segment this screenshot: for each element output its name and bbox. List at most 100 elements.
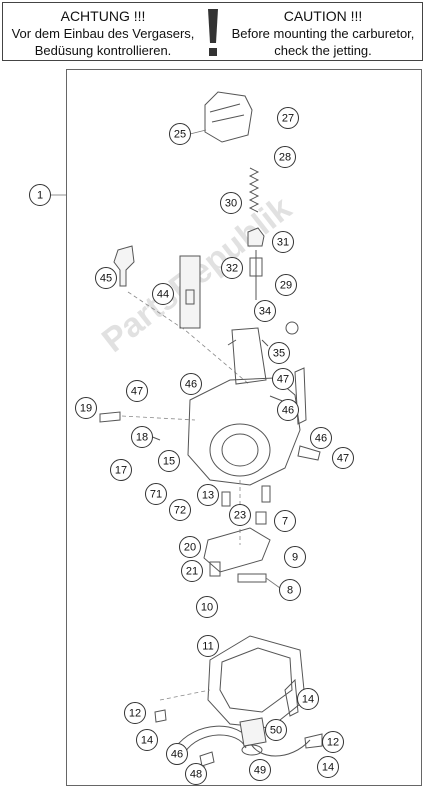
callout-23: 23 bbox=[229, 504, 251, 526]
warning-english-line2: check the jetting. bbox=[274, 43, 372, 58]
callout-46: 46 bbox=[310, 427, 332, 449]
callout-number: 25 bbox=[174, 129, 186, 141]
callout-circle bbox=[272, 231, 294, 253]
diagram-frame bbox=[66, 69, 422, 786]
callout-circle bbox=[179, 536, 201, 558]
warning-german-title: ACHTUNG !!! bbox=[60, 8, 146, 24]
callout-25: 25 bbox=[169, 123, 191, 145]
callout-number: 46 bbox=[315, 433, 327, 445]
callout-number: 47 bbox=[277, 374, 289, 386]
callout-circle bbox=[110, 459, 132, 481]
callout-circle bbox=[265, 719, 287, 741]
callout-28: 28 bbox=[274, 146, 296, 168]
warning-english-line1: Before mounting the carburetor, bbox=[231, 26, 415, 41]
callout-circle bbox=[169, 499, 191, 521]
callout-circle bbox=[268, 342, 290, 364]
callout-8: 8 bbox=[279, 579, 301, 601]
warning-english-title: CAUTION !!! bbox=[283, 8, 363, 24]
callout-46: 46 bbox=[277, 399, 299, 421]
callout-circle bbox=[75, 397, 97, 419]
callout-9: 9 bbox=[284, 546, 306, 568]
callout-circle bbox=[145, 483, 167, 505]
callout-10: 10 bbox=[196, 596, 218, 618]
callout-19: 19 bbox=[75, 397, 97, 419]
callout-circle bbox=[279, 579, 301, 601]
callout-number: 49 bbox=[254, 765, 266, 777]
callout-number: 46 bbox=[185, 379, 197, 391]
callout-number: 31 bbox=[277, 237, 289, 249]
callout-35: 35 bbox=[268, 342, 290, 364]
callout-number: 27 bbox=[282, 113, 294, 125]
callout-15: 15 bbox=[158, 450, 180, 472]
callout-number: 23 bbox=[234, 510, 246, 522]
callout-circle bbox=[181, 560, 203, 582]
callout-circle bbox=[277, 107, 299, 129]
callout-number: 10 bbox=[201, 602, 213, 614]
callout-number: 35 bbox=[273, 348, 285, 360]
callout-number: 13 bbox=[202, 490, 214, 502]
callout-number: 14 bbox=[141, 735, 153, 747]
callout-27: 27 bbox=[277, 107, 299, 129]
callout-18: 18 bbox=[131, 426, 153, 448]
callout-circle bbox=[197, 484, 219, 506]
callout-12: 12 bbox=[124, 702, 146, 724]
callout-72: 72 bbox=[169, 499, 191, 521]
callout-21: 21 bbox=[181, 560, 203, 582]
callout-number: 15 bbox=[163, 456, 175, 468]
callout-circle bbox=[274, 146, 296, 168]
callout-number: 19 bbox=[80, 403, 92, 415]
callout-number: 46 bbox=[282, 405, 294, 417]
callout-number: 28 bbox=[279, 152, 291, 164]
slide-spring bbox=[248, 167, 260, 213]
callout-49: 49 bbox=[249, 759, 271, 781]
callout-14: 14 bbox=[297, 688, 319, 710]
warning-box: ACHTUNG !!! Vor dem Einbau des Vergasers… bbox=[2, 2, 423, 61]
callout-71: 71 bbox=[145, 483, 167, 505]
callout-47: 47 bbox=[126, 380, 148, 402]
callout-circle bbox=[317, 756, 339, 778]
callout-number: 12 bbox=[327, 737, 339, 749]
carburetor-body bbox=[187, 321, 307, 486]
callout-circle bbox=[126, 380, 148, 402]
callout-13: 13 bbox=[197, 484, 219, 506]
callout-circle bbox=[169, 123, 191, 145]
callout-circle bbox=[220, 192, 242, 214]
callout-number: 32 bbox=[226, 263, 238, 275]
callout-number: 21 bbox=[186, 566, 198, 578]
choke-plunger bbox=[113, 245, 135, 287]
callout-number: 29 bbox=[280, 280, 292, 292]
callout-number: 45 bbox=[100, 273, 112, 285]
callout-14: 14 bbox=[136, 729, 158, 751]
callout-number: 47 bbox=[131, 386, 143, 398]
callout-number: 14 bbox=[302, 694, 314, 706]
callout-number: 44 bbox=[157, 289, 169, 301]
drain-hoses bbox=[154, 709, 323, 777]
callout-number: 12 bbox=[129, 708, 141, 720]
exclamation-icon bbox=[208, 9, 218, 56]
callout-number: 11 bbox=[202, 641, 213, 653]
callout-32: 32 bbox=[221, 257, 243, 279]
callout-number: 8 bbox=[287, 585, 293, 597]
callout-48: 48 bbox=[185, 763, 207, 785]
carburetor-top-cap bbox=[189, 91, 253, 143]
callout-number: 14 bbox=[322, 762, 334, 774]
callout-number: 47 bbox=[337, 453, 349, 465]
warning-english: CAUTION !!! Before mounting the carburet… bbox=[225, 8, 421, 59]
callout-34: 34 bbox=[254, 300, 276, 322]
callout-circle bbox=[297, 688, 319, 710]
callout-circle bbox=[254, 300, 276, 322]
callout-44: 44 bbox=[152, 283, 174, 305]
callout-47: 47 bbox=[272, 368, 294, 390]
callout-20: 20 bbox=[179, 536, 201, 558]
callout-circle bbox=[322, 731, 344, 753]
callout-circle bbox=[274, 510, 296, 532]
callout-circle bbox=[249, 759, 271, 781]
callout-29: 29 bbox=[275, 274, 297, 296]
callout-circle bbox=[272, 368, 294, 390]
callout-circle bbox=[29, 184, 51, 206]
float-bowl bbox=[159, 635, 306, 729]
callout-circle bbox=[166, 743, 188, 765]
callout-1: 1 bbox=[29, 184, 51, 206]
callout-number: 1 bbox=[37, 190, 43, 202]
